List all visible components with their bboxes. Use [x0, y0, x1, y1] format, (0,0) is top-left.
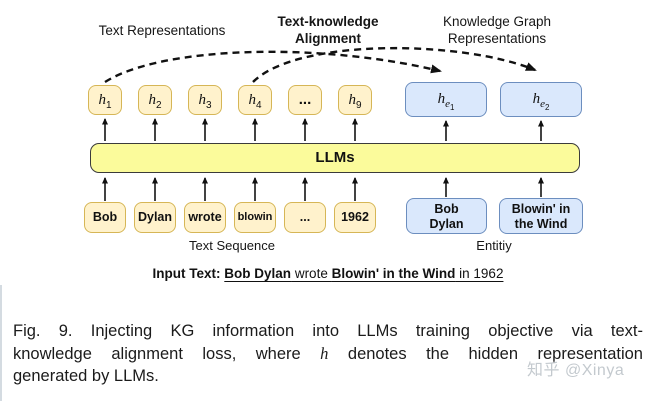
alignment-label-line1: Text-knowledge — [277, 14, 379, 29]
zhihu-watermark: 知乎 @Xinya — [527, 362, 625, 379]
input-text-prefix: Input Text: — [152, 266, 221, 281]
hidden-state-box: h1 — [88, 85, 122, 115]
math-h: h — [320, 343, 329, 363]
token-box: Dylan — [134, 202, 176, 233]
text-sequence-label: Text Sequence — [188, 238, 275, 253]
hidden-state-box: h2 — [138, 85, 172, 115]
input-text-segment: wrote — [291, 266, 332, 281]
entity-representation-box: he2 — [500, 82, 582, 117]
token-box: ... — [284, 202, 326, 233]
caption-line3: generated by LLMs. — [13, 367, 159, 385]
left-edge-line — [0, 285, 2, 401]
token-box: 1962 — [334, 202, 376, 233]
kg-label-line2: Representations — [447, 31, 547, 46]
token-box: wrote — [184, 202, 226, 233]
hidden-state-box: ... — [288, 85, 322, 115]
alignment-dashed-arrows — [104, 46, 537, 84]
hidden-state-box: h4 — [238, 85, 272, 115]
token-box: Bob — [84, 202, 126, 233]
input-text-segment: Blowin' in the Wind — [331, 266, 456, 281]
caption-line2: knowledge alignment loss, where h denote… — [13, 343, 643, 363]
text-knowledge-alignment-label: Text-knowledge Alignment — [248, 13, 408, 47]
alignment-label-line2: Alignment — [295, 31, 361, 46]
llms-box: LLMs — [90, 143, 580, 173]
caption-line1: Fig. 9. Injecting KG information into LL… — [13, 322, 643, 340]
entity-representation-box: he1 — [405, 82, 487, 117]
text-representations-label: Text Representations — [98, 23, 226, 38]
hidden-state-box: h9 — [338, 85, 372, 115]
input-text-line: Input Text: Bob Dylan wrote Blowin' in t… — [0, 266, 656, 281]
entity-group-label: Entitiy — [476, 238, 512, 253]
token-box: blowin — [234, 202, 276, 233]
knowledge-graph-representations-label: Knowledge Graph Representations — [417, 13, 577, 47]
input-sentence: Bob Dylan wrote Blowin' in the Wind in 1… — [224, 266, 503, 281]
input-text-segment: in 1962 — [455, 266, 504, 281]
input-text-segment: Bob Dylan — [224, 266, 292, 281]
hidden-state-box: h3 — [188, 85, 222, 115]
llm-to-representation-arrows — [102, 118, 544, 141]
kg-label-line1: Knowledge Graph — [442, 14, 552, 29]
figure-caption: Fig. 9. Injecting KG information into LL… — [13, 320, 643, 388]
